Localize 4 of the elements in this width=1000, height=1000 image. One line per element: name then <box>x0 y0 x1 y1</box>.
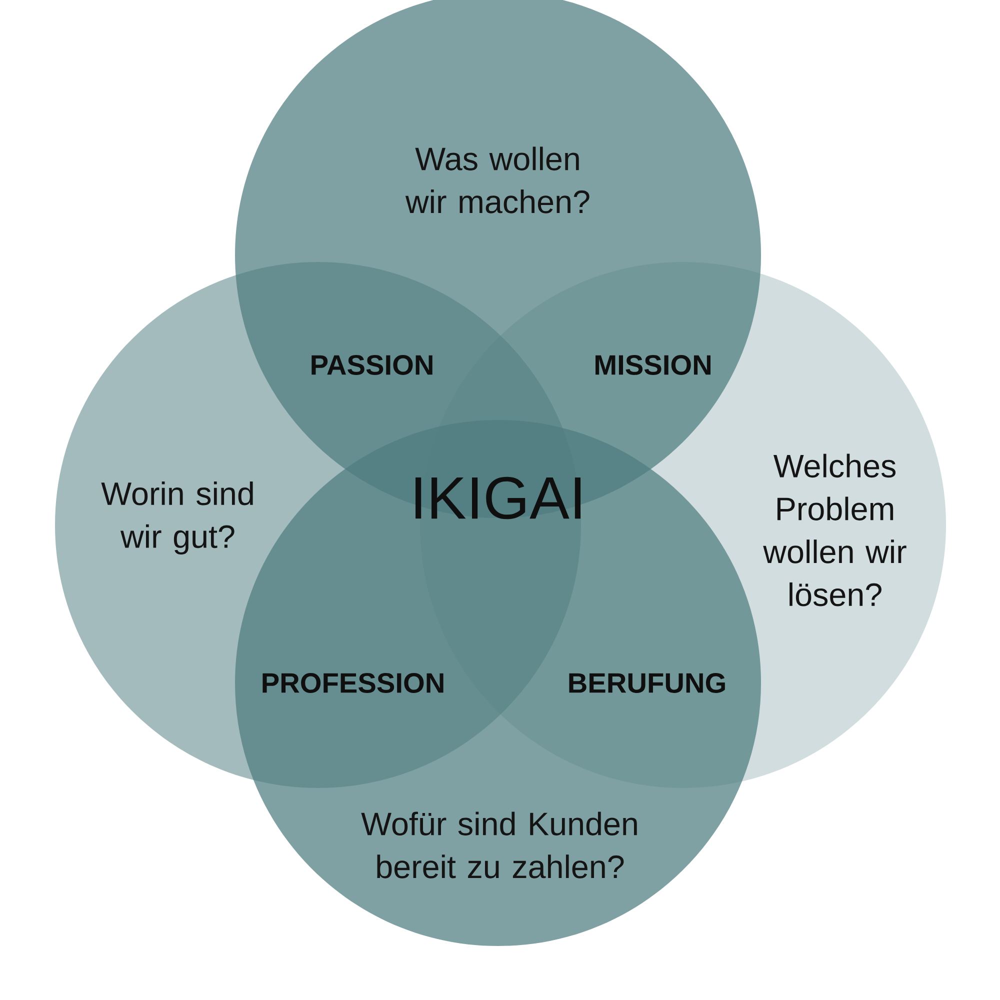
region-label: PASSION <box>312 355 432 375</box>
region-label: PROFESSION <box>262 673 444 693</box>
region-label: MISSION <box>596 355 710 375</box>
title-text: IKIGAI <box>416 476 581 520</box>
